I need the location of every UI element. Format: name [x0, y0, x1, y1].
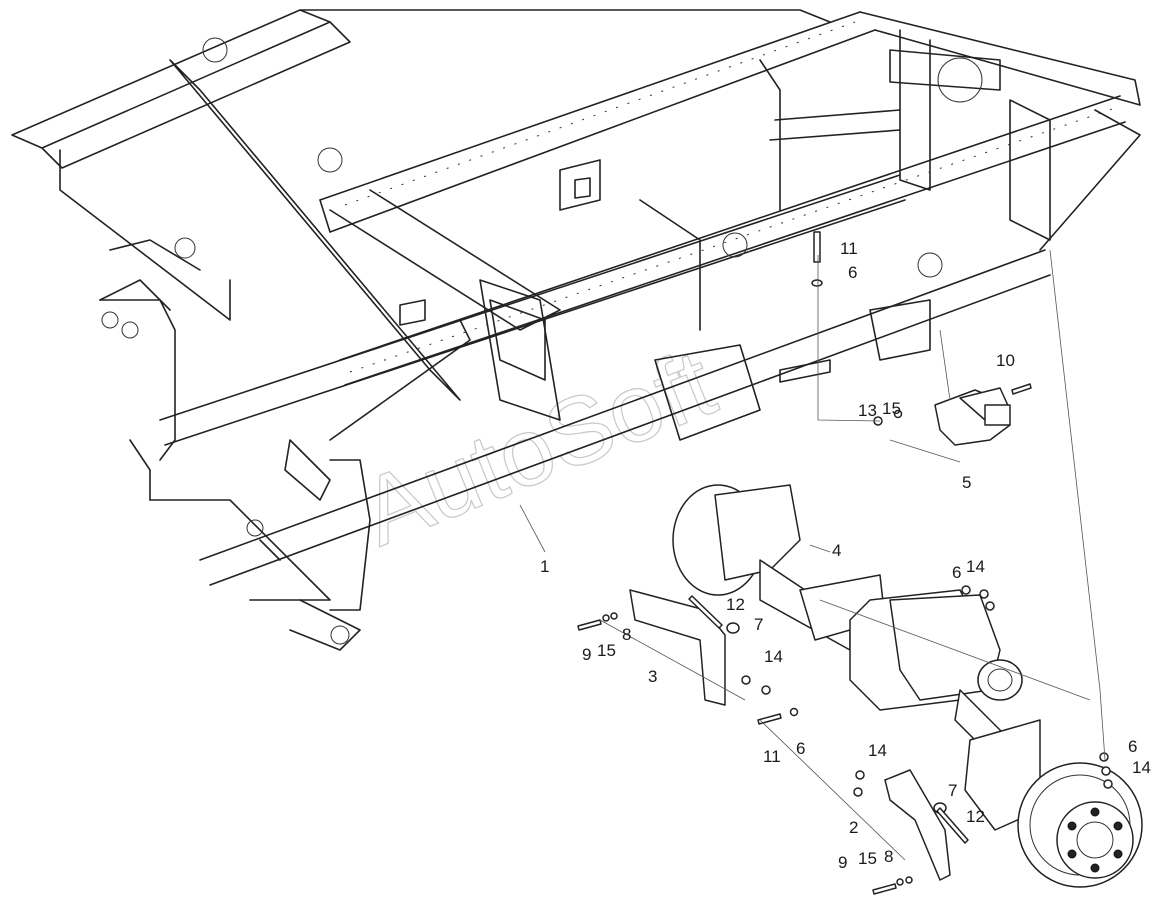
callout-11-mid: 11: [763, 747, 781, 766]
callout-labels: 1 2 3 4 5 6 6 6 6 7 7 8 8 9 9 10 11 11 1…: [540, 239, 1151, 872]
callout-15-top: 15: [882, 399, 901, 418]
bolt-part-10: [1011, 383, 1032, 395]
bracket-part-2: [884, 769, 951, 881]
callout-15-right: 15: [858, 849, 877, 868]
callout-3: 3: [648, 667, 657, 686]
callout-5: 5: [962, 473, 971, 492]
callout-14-upper-right: 14: [966, 557, 985, 576]
wheel-speed-sensor: [934, 387, 1011, 446]
callout-12-left: 12: [726, 595, 745, 614]
rear-axle: [672, 484, 1143, 888]
callout-2: 2: [849, 818, 858, 837]
callout-12-right: 12: [966, 807, 985, 826]
callout-6-right: 6: [1128, 737, 1137, 756]
fasteners: [577, 231, 1113, 895]
callout-7-right: 7: [948, 781, 957, 800]
callout-14-lower: 14: [868, 741, 887, 760]
callout-10: 10: [996, 351, 1015, 370]
callout-13: 13: [858, 401, 877, 420]
callout-8-right: 8: [884, 847, 893, 866]
callout-4: 4: [832, 541, 841, 560]
callout-1: 1: [540, 557, 549, 576]
callout-11-top: 11: [840, 239, 858, 258]
callout-14-right: 14: [1132, 758, 1151, 777]
callout-14-mid: 14: [764, 647, 783, 666]
callout-6-top: 6: [848, 263, 857, 282]
callout-15-left: 15: [597, 641, 616, 660]
callout-9-right: 9: [838, 853, 847, 872]
callout-7-left: 7: [754, 615, 763, 634]
callout-8-left: 8: [622, 625, 631, 644]
callout-6-upper-right: 6: [952, 563, 961, 582]
callout-9-left: 9: [582, 645, 591, 664]
bracket-part-3: [629, 589, 726, 706]
vehicle-frame: [11, 9, 1141, 651]
washer-part-15-top: [893, 409, 903, 419]
callout-6-mid: 6: [796, 739, 805, 758]
leader-lines: [519, 249, 1106, 861]
